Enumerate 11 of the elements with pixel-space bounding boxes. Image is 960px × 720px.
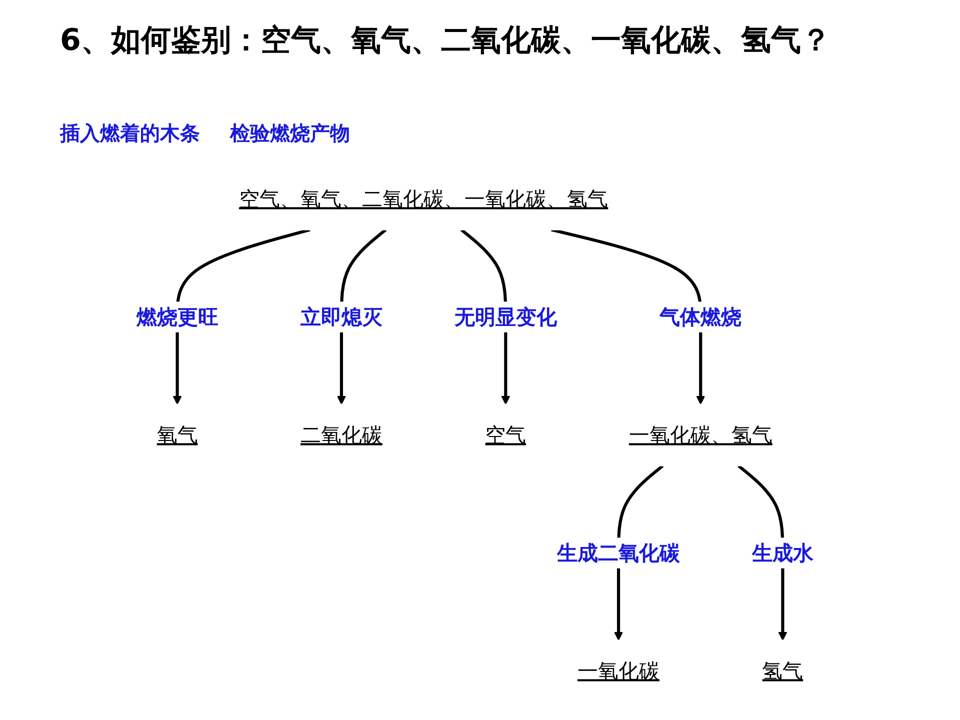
edge-label: 无明显变化 <box>454 304 557 330</box>
arrow <box>551 228 706 405</box>
node-text: 空气 <box>485 422 526 448</box>
edge-label: 气体燃烧 <box>660 304 742 330</box>
edge-label: 立即熄灭 <box>300 304 383 330</box>
arrow <box>172 228 310 405</box>
node-text: 氢气 <box>762 658 804 684</box>
step-label: 插入燃着的木条 <box>60 121 200 145</box>
node-text: 氧气 <box>156 422 198 448</box>
title: 6、如何鉴别：空气、氧气、二氧化碳、一氧化碳、氢气？ <box>60 22 832 60</box>
step-label: 检验燃烧产物 <box>230 121 350 145</box>
